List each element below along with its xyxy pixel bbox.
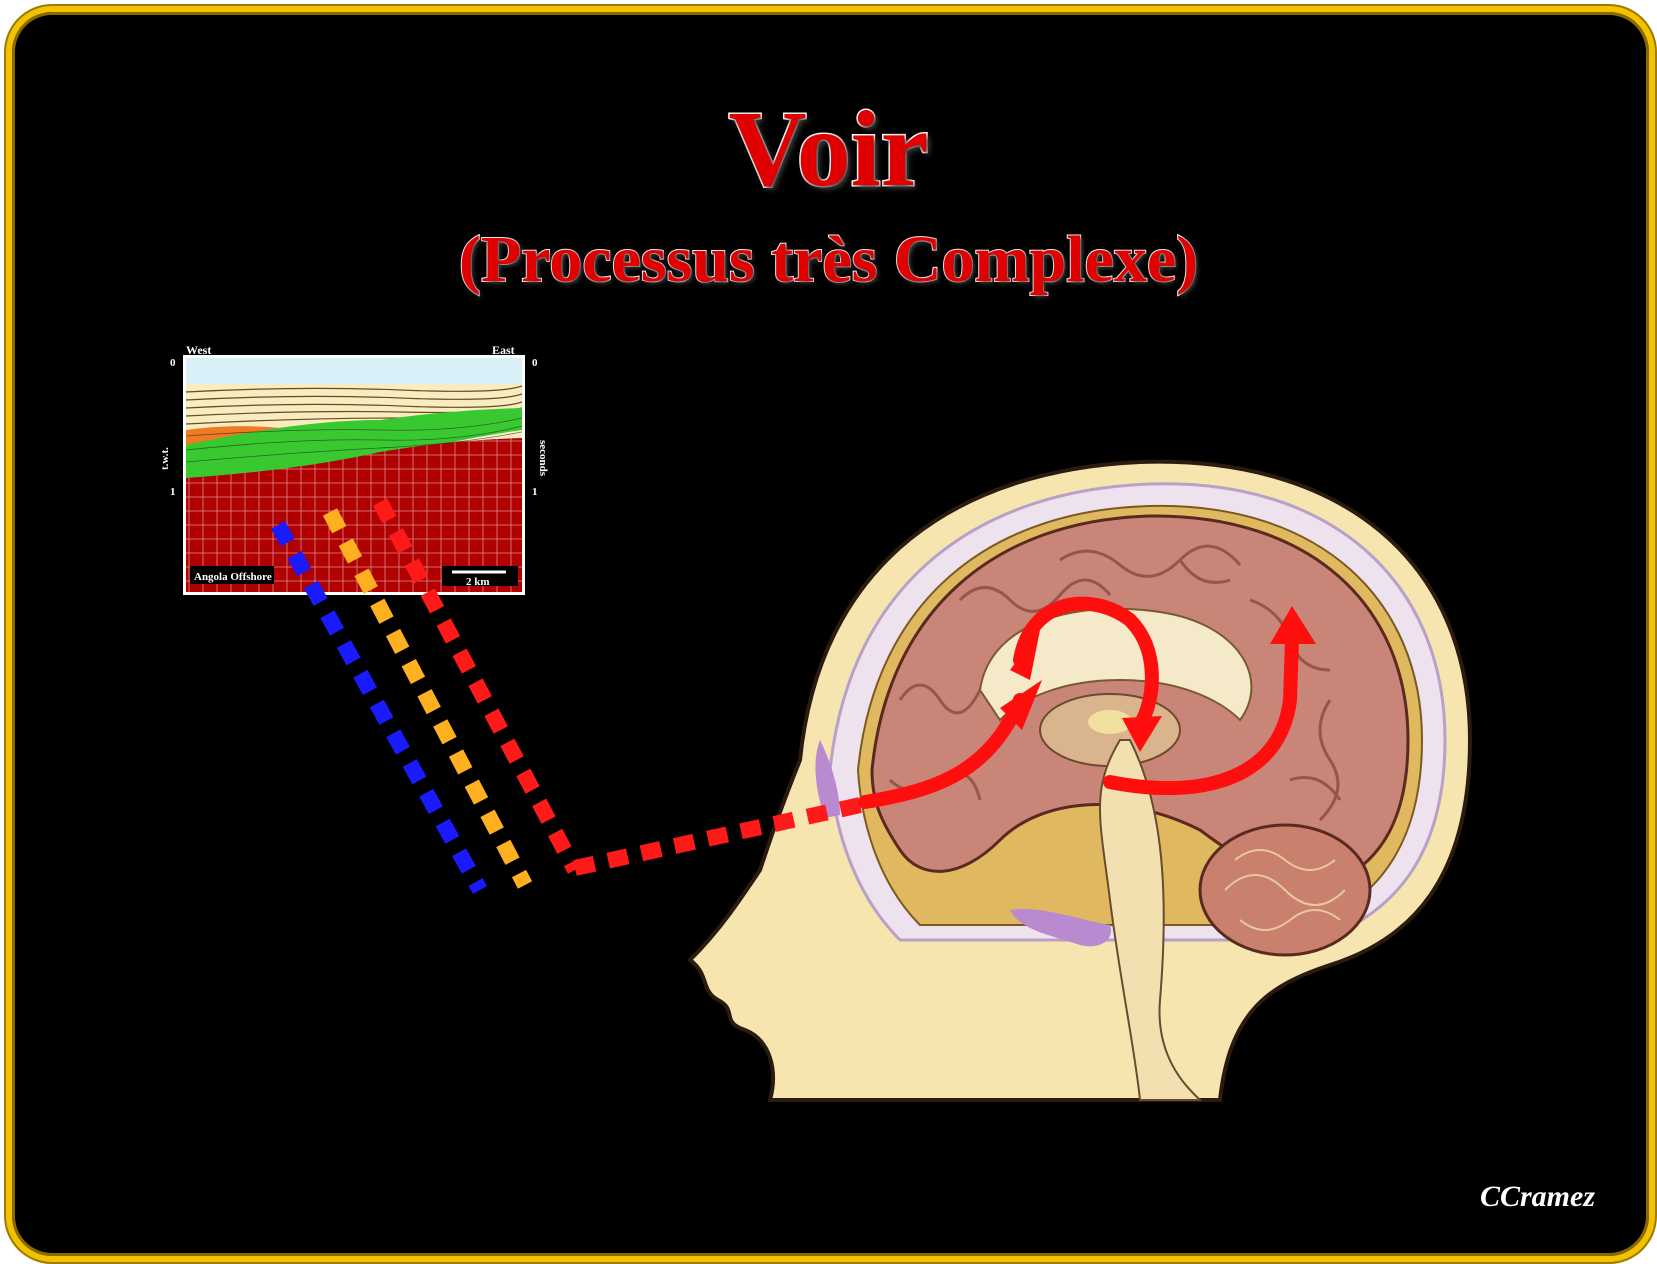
cortex-arrow xyxy=(1103,633,1299,796)
slide-subtitle: (Processus très Complexe) xyxy=(458,222,1199,297)
arrowhead-down xyxy=(1122,716,1162,752)
west-label: West xyxy=(186,343,211,357)
red-ray xyxy=(372,498,583,874)
arrow-heads xyxy=(1000,606,1316,752)
blue-ray xyxy=(271,521,487,894)
tick-one-right: 1 xyxy=(532,486,538,498)
tick-zero-left: 0 xyxy=(170,357,176,369)
orange-ray xyxy=(322,508,533,889)
arrowhead-loop-start xyxy=(1010,630,1040,680)
optic-path xyxy=(858,693,1027,809)
location-label: Angola Offshore xyxy=(194,571,272,583)
head-illustration xyxy=(686,459,1473,1102)
arrowhead-up xyxy=(1000,680,1042,730)
red-ray-to-eye xyxy=(573,796,867,876)
twt-axis-label: t.w.t. xyxy=(159,447,171,470)
author-credit: CCramez xyxy=(1479,1180,1595,1213)
east-label: East xyxy=(492,343,515,357)
seconds-axis-label: seconds xyxy=(537,440,549,477)
light-rays xyxy=(271,498,867,894)
seismic-section: Angola Offshore 2 km West East 0 1 0 1 t… xyxy=(159,343,549,595)
scale-label: 2 km xyxy=(466,576,490,588)
tick-zero-right: 0 xyxy=(532,357,538,369)
visual-pathway-arrows xyxy=(858,596,1299,809)
arrowhead-cortex xyxy=(1270,606,1316,644)
loop-arrow xyxy=(1013,596,1159,732)
slide-title: Voir xyxy=(727,89,930,211)
tick-one-left: 1 xyxy=(170,486,176,498)
